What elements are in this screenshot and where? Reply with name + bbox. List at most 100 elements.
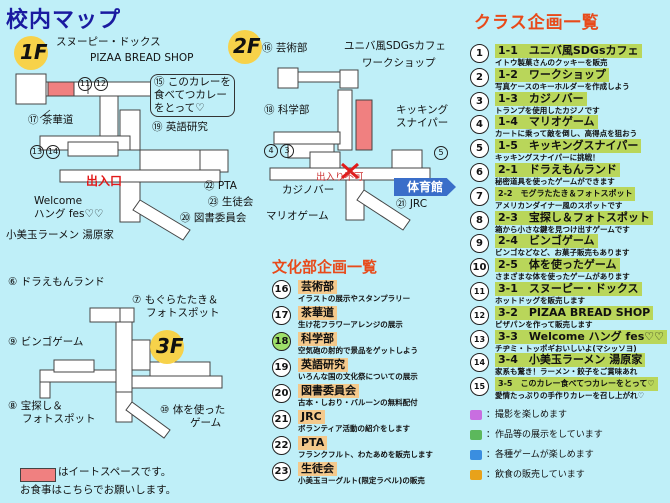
label-yuni: ユニバ風SDGsカフェ (344, 40, 446, 52)
class-desc: ビンゴなどなど、お菓子販売もあります (495, 248, 630, 258)
label-kajino: カジノバー (282, 184, 335, 196)
class-desc: チヂミ・トッポギおいしいよ(マシッソヨ) (495, 343, 637, 353)
map-title: 校内マップ (6, 8, 122, 33)
camera-icon (470, 409, 482, 420)
room-2f-yuni (339, 69, 359, 89)
legend-easel: ：作品等の展示をしています (470, 427, 603, 440)
class-name: 2-4 ビンゴゲーム (495, 234, 598, 249)
room-call (131, 339, 151, 371)
class-name: 1-4 マリオゲーム (495, 115, 598, 130)
wing-3f-diagonal (125, 401, 171, 439)
room-3f-east (149, 361, 211, 377)
label-mogura: ⑦ もぐらたたき＆フォトスポット (132, 294, 220, 319)
floor-3f-map (39, 307, 223, 439)
wing-2f-diagonal (356, 189, 411, 231)
class-number: 11 (470, 282, 489, 301)
floor-badge-2f (228, 30, 262, 64)
label-exit: 出入口 (86, 174, 123, 188)
class-name: 2-2 モグラたたき＆フォトスポット (495, 186, 636, 201)
room-bio (67, 141, 119, 157)
room-3f-west-end (39, 381, 51, 399)
class-number: 6 (470, 163, 489, 182)
class-desc: 家系も驚き！ラーメン・餃子をご賞味あれ (495, 367, 638, 377)
label-doraemon: ⑥ ドラえもんランド (8, 276, 105, 288)
label-library: ⑳ 図書委員会 (180, 212, 247, 224)
label-kicking: キッキングスナイパー (396, 104, 449, 129)
legend-game: ：各種ゲームが楽しめます (470, 447, 594, 460)
floor-label-1f: 1F (20, 40, 48, 64)
class-name: 1-5 キッキングスナイパー (495, 139, 642, 154)
label-pizaa: PIZAA BREAD SHOP (90, 52, 194, 64)
class-desc: カートに乗って敵を倒し、高得点を狙おう (495, 129, 638, 139)
room-1-5 (199, 149, 229, 173)
class-desc: ピザパンを作って販売します (495, 319, 593, 329)
label-english: ⑲ 英語研究 (152, 121, 208, 133)
class-desc: さまざまな体を使ったゲームがあります (495, 272, 630, 282)
class-desc: キッキングスナイパーに挑戦！ (495, 153, 600, 163)
marker-5: 5 (434, 146, 450, 160)
room-art (277, 67, 299, 89)
label-takara: ⑧ 宝探し＆フォトスポット (8, 400, 96, 425)
class-name: 2-5 体を使ったゲーム (495, 258, 620, 273)
label-pta: ㉒ PTA (204, 180, 237, 192)
floor-badge-1f (14, 36, 48, 70)
callout-curry: ⑮ このカレーを食べてつカレーをとって♡ (150, 74, 235, 117)
legend-camera: ：撮影を楽しめます (470, 407, 567, 420)
label-bingo: ⑨ ビンゴゲーム (8, 336, 84, 348)
label-geijutsu: ⑯ 芸術部 (262, 42, 308, 54)
easel-icon (470, 429, 482, 440)
room-chem (309, 151, 341, 169)
class-name: 2-1 ドラえもんランド (495, 163, 620, 177)
class-desc: 秘密道具を使ったゲームができます (495, 177, 615, 186)
floor-label-2f: 2F (233, 34, 261, 58)
room-staff (139, 149, 201, 173)
class-name: 1-1 ユニバ風SDGsカフェ (495, 44, 642, 58)
class-desc: アメリカンダイナー風のスポットです (495, 200, 623, 210)
eat-space-legend-text: はイートスペースです。 (58, 466, 172, 478)
corridor-3f-east (131, 375, 223, 389)
class-desc: 箱から小さな鍵を見つけ出すゲームです (495, 224, 630, 234)
class-number: 3 (470, 91, 489, 111)
eat-space-2f (355, 99, 373, 151)
room-student-council (391, 149, 423, 169)
class-desc: 写真ケースのキーホルダーを作成しよう (495, 81, 630, 91)
class-desc: トランプを使用したカジノです (495, 105, 600, 115)
class-number: 12 (470, 305, 489, 325)
class-number: 8 (470, 210, 489, 230)
label-kagaku: ⑱ 科学部 (264, 104, 310, 116)
eat-space-1f (47, 81, 75, 97)
room-geo (53, 359, 95, 373)
label-snoopy: スヌーピー・ドックス (56, 36, 161, 48)
corridor-2f-middle (273, 131, 341, 145)
label-workshop: ワークショップ (362, 57, 436, 69)
eat-space-legend-text2: お食事はこちらでお願いします。 (20, 484, 177, 496)
class-name: 3-4 小美玉ラーメン 湯原家 (495, 353, 646, 368)
class-name: 2-3 宝探し＆フォトスポット (495, 210, 653, 225)
class-name: 3-1 スヌーピー・ドックス (495, 282, 642, 296)
legend-food: ：飲食の販売しています (470, 467, 585, 480)
label-tea: ⑰ 茶華道 (28, 114, 74, 126)
class-desc: ホットドッグを販売します (495, 296, 585, 305)
class-name: 3-5 このカレー食べてつカレーをとって♡ (495, 377, 658, 392)
label-karada: ⑩ 体を使ったゲーム (160, 404, 226, 429)
corridor-1f-south (59, 169, 221, 183)
class-number: 5 (470, 139, 489, 159)
class-number: 1 (470, 44, 489, 63)
class-number: 10 (470, 258, 489, 278)
label-ramen: 小美玉ラーメン 湯原家 (6, 229, 114, 241)
corridor-2f-center (337, 89, 353, 151)
floor-label-3f: 3F (156, 334, 184, 358)
room-library (15, 73, 47, 105)
class-name: 1-2 ワークショップ (495, 67, 609, 82)
class-number: 14 (470, 353, 489, 373)
label-noentry: 出入り不可 (316, 172, 364, 183)
room-2-1 (89, 307, 121, 323)
label-student: ㉓ 生徒会 (208, 196, 254, 208)
class-number: 7 (470, 186, 489, 206)
class-name: 3-3 Welcome ハング fes♡♡ (495, 329, 668, 344)
